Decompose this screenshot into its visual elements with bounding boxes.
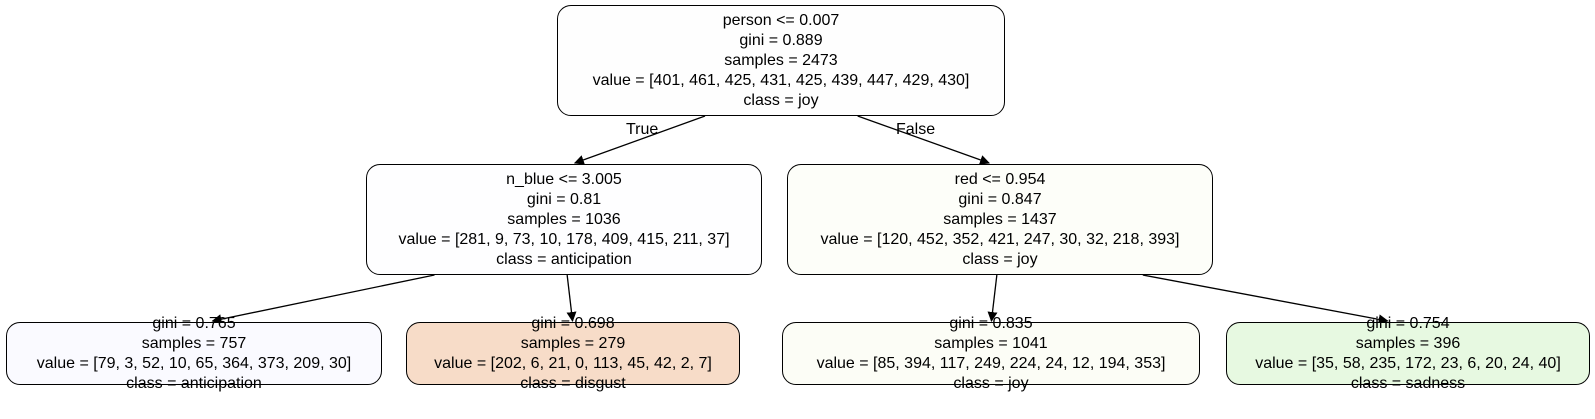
node-class: class = disgust (520, 374, 626, 392)
edge-n0-n2 (857, 115, 990, 165)
node-gini: gini = 0.765 (152, 314, 236, 332)
node-value: value = [120, 452, 352, 421, 247, 30, 32… (820, 230, 1180, 248)
edge-n1-n4 (566, 274, 577, 322)
node-class: class = anticipation (496, 250, 632, 268)
node-gini: gini = 0.81 (526, 190, 602, 208)
node-class: class = anticipation (126, 374, 262, 392)
edge-n0-n1 (573, 115, 706, 165)
node-class: class = joy (962, 250, 1038, 268)
node-gini: gini = 0.698 (531, 314, 615, 332)
node-value: value = [85, 394, 117, 249, 224, 24, 12,… (816, 354, 1166, 372)
node-samples: samples = 396 (1355, 334, 1461, 352)
node-gini: gini = 0.889 (739, 31, 823, 49)
node-class: class = joy (743, 91, 819, 109)
node-gini: gini = 0.847 (958, 190, 1042, 208)
edge-n1-n3 (211, 274, 435, 325)
tree-node-root: person <= 0.007 gini = 0.889 samples = 2… (557, 5, 1005, 116)
node-value: value = [401, 461, 425, 431, 425, 439, 4… (592, 71, 970, 89)
edge-label-true: True (626, 121, 659, 138)
node-samples: samples = 1036 (507, 210, 621, 228)
tree-node-left: n_blue <= 3.005 gini = 0.81 samples = 10… (366, 164, 762, 275)
node-class: class = joy (953, 374, 1029, 392)
edge-label-false: False (896, 121, 936, 138)
tree-leaf-3: gini = 0.835 samples = 1041 value = [85,… (782, 315, 1200, 392)
node-class: class = sadness (1350, 374, 1466, 392)
tree-leaf-2: gini = 0.698 samples = 279 value = [202,… (406, 315, 740, 392)
node-samples: samples = 1041 (934, 334, 1048, 352)
node-samples: samples = 279 (520, 334, 626, 352)
node-samples: samples = 1437 (943, 210, 1057, 228)
node-samples: samples = 757 (141, 334, 247, 352)
tree-node-right: red <= 0.954 gini = 0.847 samples = 1437… (787, 164, 1213, 275)
node-split: red <= 0.954 (954, 170, 1046, 188)
node-gini: gini = 0.754 (1366, 314, 1450, 332)
edge-n2-n6 (1142, 274, 1389, 325)
node-value: value = [202, 6, 21, 0, 113, 45, 42, 2, … (434, 354, 712, 372)
node-value: value = [79, 3, 52, 10, 65, 364, 373, 20… (36, 354, 352, 372)
edge-n2-n5 (987, 274, 998, 322)
node-samples: samples = 2473 (724, 51, 838, 69)
tree-leaf-1: gini = 0.765 samples = 757 value = [79, … (6, 315, 382, 392)
node-split: person <= 0.007 (722, 11, 840, 29)
node-value: value = [35, 58, 235, 172, 23, 6, 20, 24… (1255, 354, 1561, 372)
node-split: n_blue <= 3.005 (506, 170, 622, 188)
node-value: value = [281, 9, 73, 10, 178, 409, 415, … (398, 230, 730, 248)
node-gini: gini = 0.835 (949, 314, 1033, 332)
tree-leaf-4: gini = 0.754 samples = 396 value = [35, … (1226, 315, 1590, 392)
